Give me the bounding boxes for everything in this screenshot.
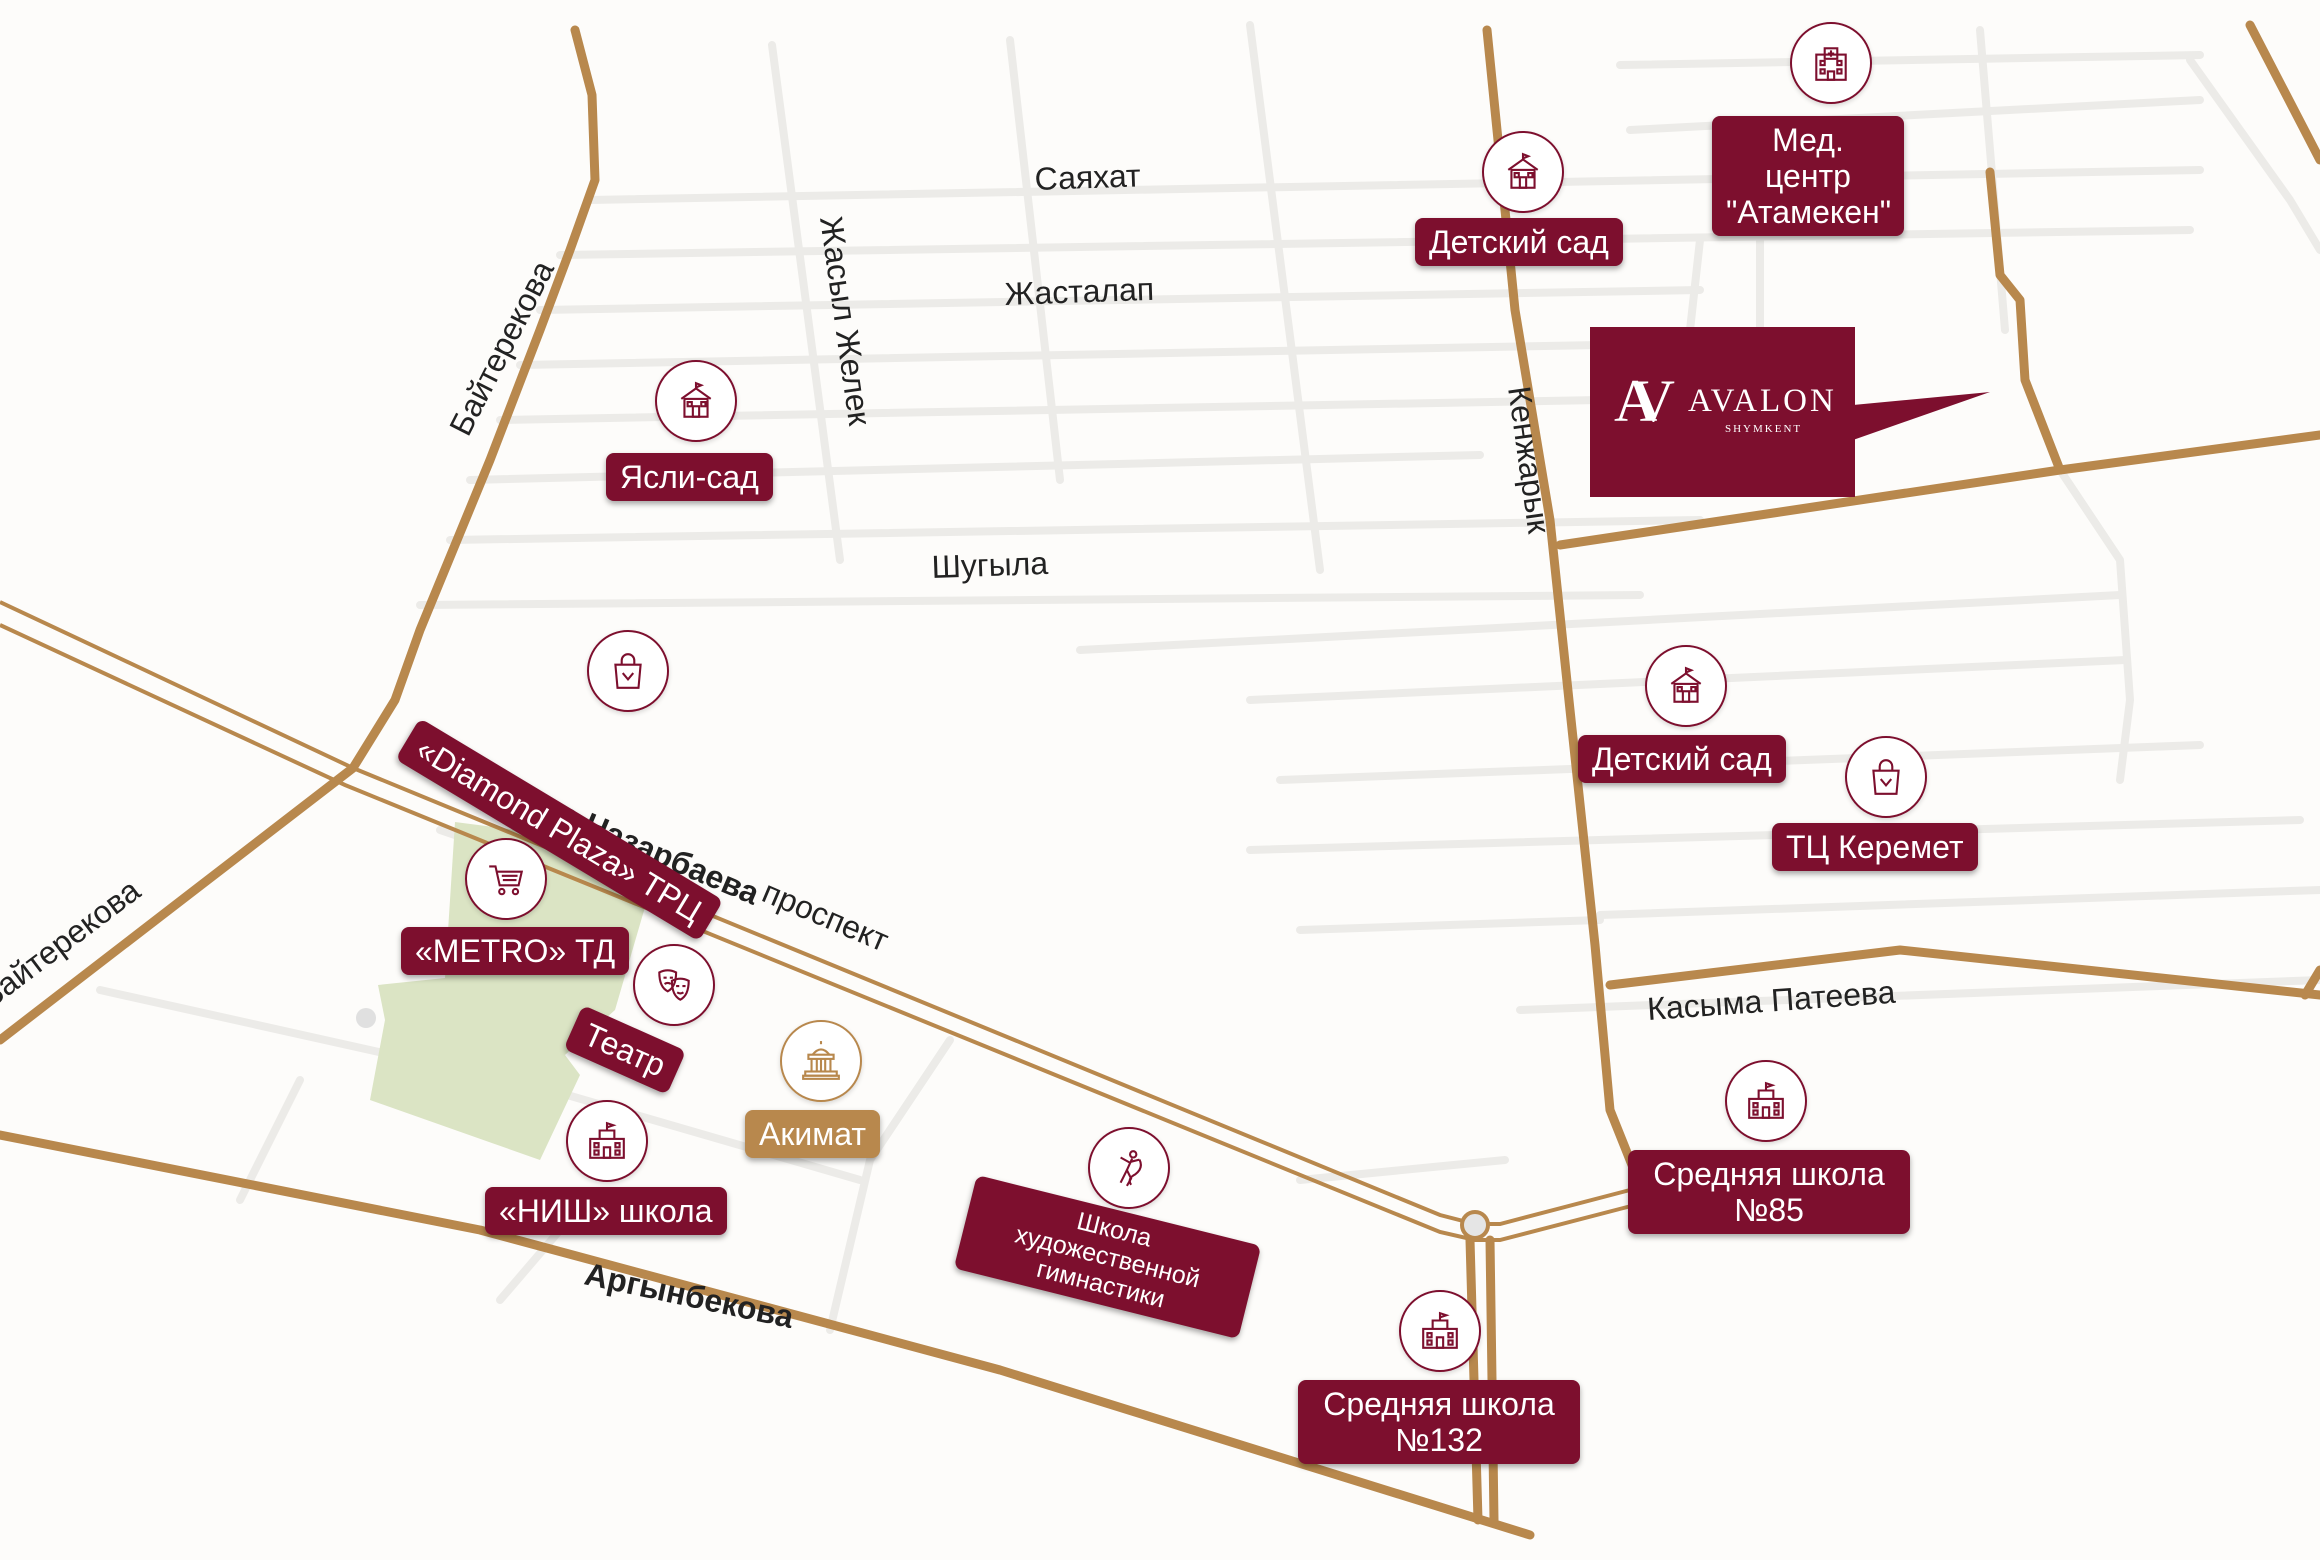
street-bayterekova: Байтерекова xyxy=(442,255,561,442)
street-prospekt: проспект xyxy=(757,873,894,958)
label-school-132[interactable]: Средняя школа №132 xyxy=(1298,1380,1580,1464)
label-metro[interactable]: «METRO» ТД xyxy=(401,927,630,975)
avalon-pointer xyxy=(1853,392,1990,440)
label-akimat[interactable]: Акимат xyxy=(745,1110,880,1158)
street-zhastalap: Жасталап xyxy=(1004,271,1155,312)
label-keremet-text: ТЦ Керемет xyxy=(1786,829,1964,865)
label-school-132-line2: №132 xyxy=(1395,1422,1483,1458)
label-med-center-line2: "Атамекен" xyxy=(1726,194,1892,230)
label-kindergarten-top[interactable]: Детский сад xyxy=(1415,218,1623,266)
hospital-icon[interactable] xyxy=(1790,22,1872,104)
label-keremet[interactable]: ТЦ Керемет xyxy=(1772,823,1978,871)
shopping-cart-icon[interactable] xyxy=(465,838,547,920)
school-icon[interactable] xyxy=(566,1100,648,1182)
kindergarten-icon[interactable] xyxy=(1482,131,1564,213)
theater-masks-icon[interactable] xyxy=(633,944,715,1026)
minor-roads xyxy=(96,21,2320,1334)
park-area xyxy=(370,822,650,1160)
street-kenzharyk: Кенжарык xyxy=(1501,384,1557,537)
street-sayakhat: Саяхат xyxy=(1034,157,1142,197)
label-yasli-sad[interactable]: Ясли-сад xyxy=(606,453,773,501)
label-metro-text: «METRO» ТД xyxy=(415,933,616,969)
label-kindergarten-right[interactable]: Детский сад xyxy=(1578,735,1786,783)
avalon-monogram: AV xyxy=(1614,368,1675,434)
label-med-center[interactable]: Мед. центр "Атамекен" xyxy=(1712,116,1904,236)
street-kasyma-pateeva: Касыма Патеева xyxy=(1646,974,1897,1027)
label-school-85[interactable]: Средняя школа №85 xyxy=(1628,1150,1910,1234)
label-yasli-sad-text: Ясли-сад xyxy=(620,459,759,495)
shopping-bag-icon[interactable] xyxy=(1845,736,1927,818)
nazarbayev-prospekt-road xyxy=(0,600,1636,1242)
label-school-85-line1: Средняя школа xyxy=(1653,1156,1885,1192)
avalon-shymkent-marker[interactable]: AV AVALON SHYMKENT xyxy=(1590,327,1855,497)
avalon-name: AVALON xyxy=(1688,383,1837,419)
school-icon[interactable] xyxy=(1399,1290,1481,1372)
street-shugyla: Шугыла xyxy=(931,545,1049,585)
label-school-85-line2: №85 xyxy=(1734,1192,1804,1228)
label-akimat-text: Акимат xyxy=(759,1116,866,1152)
street-zhasyl-zhelek: Жасыл Желек xyxy=(813,214,878,429)
kindergarten-icon[interactable] xyxy=(1645,645,1727,727)
government-building-icon[interactable] xyxy=(780,1020,862,1102)
label-nish-school-text: «НИШ» школа xyxy=(499,1193,713,1229)
avalon-subtitle: SHYMKENT xyxy=(1725,423,1803,435)
school-icon[interactable] xyxy=(1725,1060,1807,1142)
gymnast-icon[interactable] xyxy=(1088,1127,1170,1209)
street-argynbekova: Аргынбекова xyxy=(582,1256,797,1335)
shopping-bag-icon[interactable] xyxy=(587,630,669,712)
roundabout xyxy=(1460,1210,1490,1240)
label-kindergarten-right-text: Детский сад xyxy=(1592,741,1772,777)
label-kindergarten-top-text: Детский сад xyxy=(1429,224,1609,260)
label-med-center-line1: Мед. центр xyxy=(1765,122,1851,194)
kindergarten-icon[interactable] xyxy=(655,360,737,442)
label-school-132-line1: Средняя школа xyxy=(1323,1386,1555,1422)
label-nish-school[interactable]: «НИШ» школа xyxy=(485,1187,727,1235)
